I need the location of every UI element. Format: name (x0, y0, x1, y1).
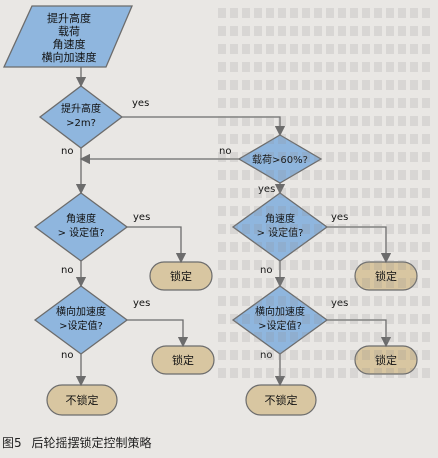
input-line-4: 横向加速度 (42, 50, 97, 64)
edge-yes-ang-right: yes (331, 212, 348, 223)
edge-no-ang-right: no (260, 265, 272, 276)
decision-lift-height (38, 85, 124, 149)
lat-acc-right-line-2: >设定值? (258, 319, 302, 332)
arrow-lat-left-yes-to-lock (127, 319, 189, 348)
edge-yes-load: yes (258, 184, 275, 195)
edge-yes-lat-right: yes (331, 298, 348, 309)
edge-no-ang-left: no (61, 265, 73, 276)
lock-label-1: 锁定 (170, 269, 192, 283)
edge-no-lat-right: no (260, 350, 272, 361)
edge-yes-lat-left: yes (133, 298, 150, 309)
ang-vel-right-line-2: > 设定值? (257, 226, 304, 239)
decision-ang-vel-right (231, 192, 329, 262)
unlock-label-right: 不锁定 (265, 393, 298, 407)
figure-number: 图5 (2, 436, 22, 450)
decision-lat-acc-left (33, 285, 129, 355)
lift-height-line-2: >2m? (66, 118, 96, 129)
figure-caption: 图5 后轮摇摆锁定控制策略 (2, 434, 157, 451)
ang-vel-left-line-2: > 设定值? (58, 226, 105, 239)
decision-lat-acc-right (231, 285, 329, 355)
lock-label-4: 锁定 (375, 353, 397, 367)
load-line-1: 载荷>60%? (252, 154, 308, 166)
arrow-lat-right-yes-to-lock (327, 319, 392, 348)
lat-acc-right-line-1: 横向加速度 (255, 305, 305, 318)
arrow-lift-yes-to-load (122, 116, 286, 137)
edge-no-main-left: no (61, 146, 73, 157)
ang-vel-right-line-1: 角速度 (265, 212, 295, 225)
input-line-3: 角速度 (53, 37, 86, 51)
edge-no-lat-left: no (61, 350, 73, 361)
decision-ang-vel-left (33, 192, 129, 262)
unlock-label-left: 不锁定 (66, 393, 99, 407)
input-line-2: 载荷 (58, 25, 80, 38)
lock-label-3: 锁定 (375, 269, 397, 283)
edge-yes-lift: yes (132, 98, 149, 109)
input-line-1: 提升高度 (47, 11, 91, 25)
input-parallelogram (2, 5, 133, 68)
lat-acc-left-line-1: 横向加速度 (56, 305, 106, 318)
arrow-ang-right-yes-to-lock (327, 226, 392, 264)
ang-vel-left-line-1: 角速度 (66, 212, 96, 225)
edge-yes-ang-left: yes (133, 212, 150, 223)
lift-height-line-1: 提升高度 (61, 102, 101, 115)
edge-no-load: no (219, 146, 231, 157)
figure-title: 后轮摇摆锁定控制策略 (31, 436, 152, 450)
lat-acc-left-line-2: >设定值? (59, 319, 103, 332)
lock-label-2: 锁定 (172, 353, 194, 367)
arrow-ang-left-yes-to-lock (127, 226, 187, 264)
